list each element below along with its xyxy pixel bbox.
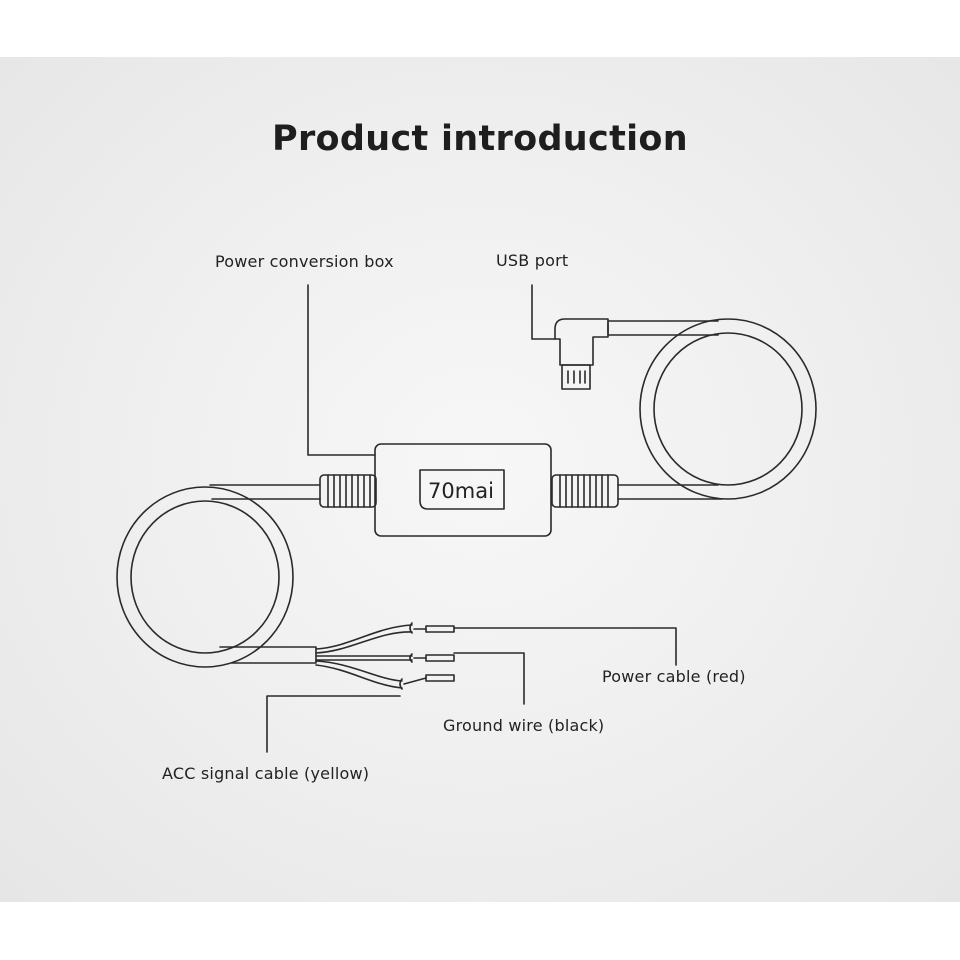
diagram-panel: Product introduction bbox=[0, 57, 960, 902]
label-usb-port: USB port bbox=[496, 251, 569, 270]
right-strain-relief bbox=[551, 474, 619, 508]
leader-acc-signal bbox=[266, 695, 401, 753]
label-power-conversion-box: Power conversion box bbox=[215, 252, 394, 271]
leader-power-conversion-box bbox=[307, 284, 376, 456]
label-acc-signal-cable: ACC signal cable (yellow) bbox=[162, 764, 370, 783]
page-title: Product introduction bbox=[272, 119, 688, 159]
hardwire-kit-illustration: 70mai bbox=[116, 284, 817, 753]
usb-connector bbox=[554, 318, 609, 390]
leader-ground-wire bbox=[453, 652, 525, 705]
main-cable-sheath bbox=[219, 646, 317, 664]
leader-power-cable bbox=[453, 627, 677, 666]
label-power-cable: Power cable (red) bbox=[602, 667, 746, 686]
leader-usb-port bbox=[531, 284, 556, 340]
label-ground-wire: Ground wire (black) bbox=[443, 716, 605, 735]
power-conversion-box bbox=[374, 443, 552, 537]
right-cable-coil bbox=[639, 318, 817, 500]
left-strain-relief bbox=[319, 474, 377, 508]
brand-logo: 70mai bbox=[428, 479, 494, 503]
left-cable-coil bbox=[116, 486, 294, 668]
split-wires bbox=[315, 622, 455, 690]
